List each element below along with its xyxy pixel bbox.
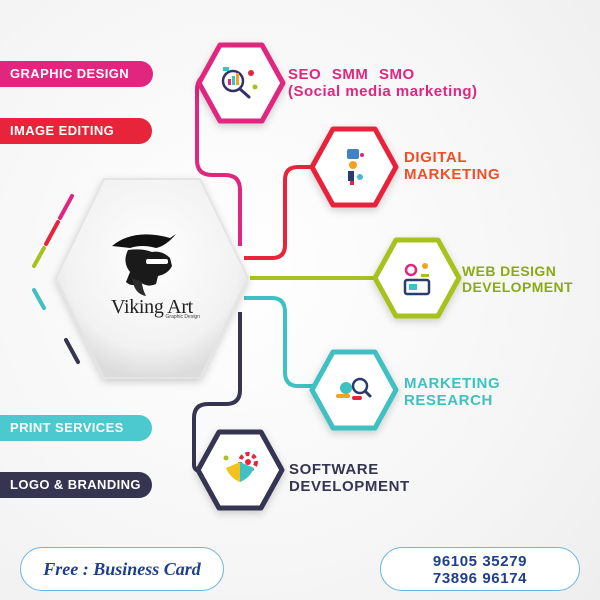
- phone-number-2: 73896 96174: [432, 570, 528, 587]
- service-label-digital: DIGITAL MARKETING: [404, 149, 500, 183]
- viking-head-icon: [112, 234, 176, 296]
- service-research-line2: RESEARCH: [404, 392, 493, 409]
- phone-number-1: 96105 35279: [432, 553, 528, 570]
- service-software-line1: SOFTWARE: [289, 461, 379, 478]
- digital-marketing-icon: [347, 149, 364, 185]
- service-label-web: WEB DESIGN DEVELOPMENT: [462, 263, 573, 295]
- service-label-seo: SEO SMM SMO (Social media marketing): [288, 66, 478, 100]
- service-label-research: MARKETING RESEARCH: [404, 375, 500, 409]
- hex-web: [372, 237, 462, 319]
- web-design-icon: [403, 263, 431, 296]
- tag-image-editing: IMAGE EDITING: [0, 118, 152, 144]
- tag-graphic-design: GRAPHIC DESIGN: [0, 61, 153, 87]
- service-seo-line2: (Social media marketing): [288, 83, 478, 100]
- service-web-line1: WEB DESIGN: [462, 263, 557, 279]
- brand-tagline: Graphic Design: [165, 314, 200, 320]
- service-label-software: SOFTWARE DEVELOPMENT: [289, 461, 410, 495]
- offer-pill: Free : Business Card: [20, 547, 224, 591]
- hub-dash-red: [44, 220, 60, 246]
- hub-dash-teal: [32, 288, 46, 310]
- service-research-line1: MARKETING: [404, 375, 501, 392]
- hub-dash-navy: [64, 338, 80, 364]
- hex-seo: [196, 42, 286, 124]
- hub-dash-pink: [58, 194, 74, 220]
- seo-analytics-icon: [221, 67, 258, 99]
- connector-research: [244, 296, 316, 388]
- service-software-line2: DEVELOPMENT: [289, 478, 410, 495]
- phone-pill: 96105 35279 73896 96174: [380, 547, 580, 591]
- connector-digital: [244, 165, 316, 260]
- service-digital-line1: DIGITAL: [404, 149, 468, 166]
- brand-name: Viking Art: [111, 296, 193, 318]
- hub-dash-olive: [32, 246, 46, 268]
- tag-logo-branding: LOGO & BRANDING: [0, 472, 152, 498]
- software-development-icon: [223, 452, 258, 482]
- offer-text: Free : Business Card: [43, 559, 201, 579]
- service-web-line2: DEVELOPMENT: [462, 279, 573, 295]
- service-seo-line1: SEO SMM SMO: [288, 66, 415, 83]
- service-digital-line2: MARKETING: [404, 166, 501, 183]
- tag-print-services: PRINT SERVICES: [0, 415, 152, 441]
- market-research-icon: [336, 377, 372, 400]
